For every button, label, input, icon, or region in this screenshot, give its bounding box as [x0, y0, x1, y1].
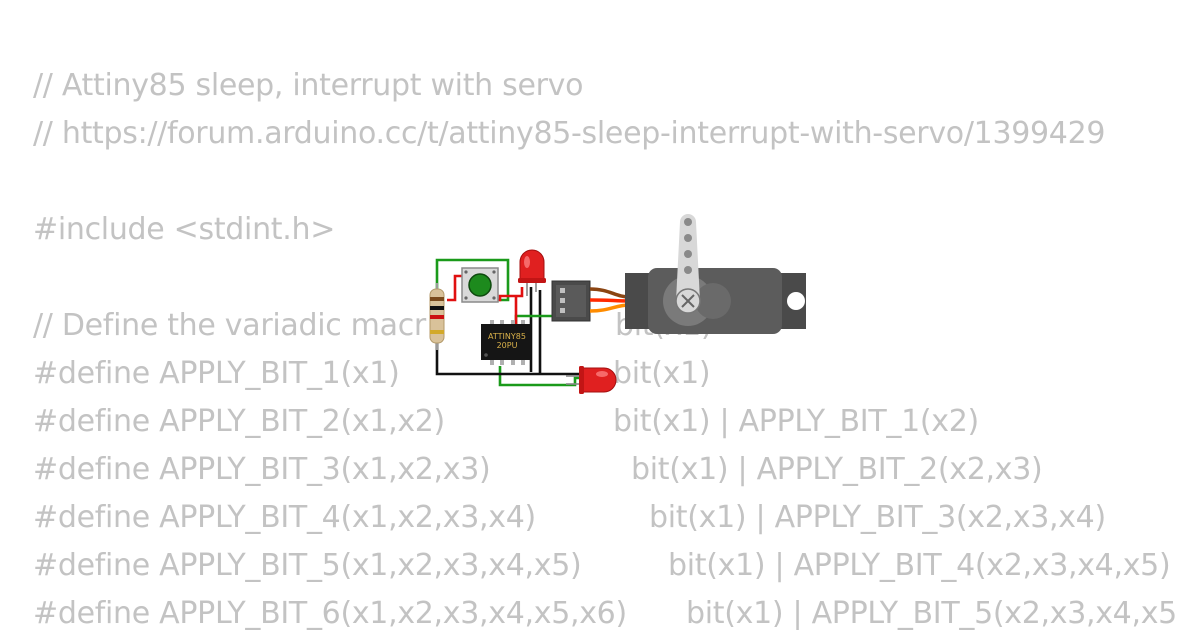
- code-line: // https://forum.arduino.cc/t/attiny85-s…: [33, 110, 1200, 158]
- code-text: #define APPLY_BIT_6(x1,x2,x3,x4,x5,x6): [33, 596, 627, 630]
- attiny85-chip-icon: ATTINY85 20PU: [481, 320, 531, 365]
- code-line: #define APPLY_BIT_4(x1,x2,x3,x4) bit(x1) …: [33, 494, 1200, 542]
- code-line: #define APPLY_BIT_1(x1) bit(x1): [33, 350, 1200, 398]
- code-text: #define APPLY_BIT_1(x1): [33, 356, 400, 391]
- code-text-continued: bit(x1) | APPLY_BIT_1(x2): [613, 404, 979, 439]
- code-text-continued: bit(x1) | APPLY_BIT_5(x2,x3,x4,x5: [686, 596, 1177, 630]
- code-text: #define APPLY_BIT_4(x1,x2,x3,x4): [33, 500, 536, 535]
- code-text: #define APPLY_BIT_5(x1,x2,x3,x4,x5): [33, 548, 582, 583]
- code-text: // Attiny85 sleep, interrupt with servo: [33, 68, 584, 103]
- code-text-continued: bit(x1) | APPLY_BIT_4(x2,x3,x4,x5): [668, 548, 1171, 583]
- code-line: #include <stdint.h>: [33, 206, 1200, 254]
- wire-green-top: [435, 258, 510, 302]
- code-text: #define APPLY_BIT_3(x1,x2,x3): [33, 452, 491, 487]
- code-line: #define APPLY_BIT_2(x1,x2) bit(x1) | APPL…: [33, 398, 1200, 446]
- wires: [435, 258, 582, 387]
- wire-black-ground: [435, 290, 580, 376]
- code-line: [33, 158, 1200, 206]
- code-line: // Attiny85 sleep, interrupt with servo: [33, 62, 1200, 110]
- code-text: #include <stdint.h>: [33, 212, 336, 247]
- wire-red-button: [447, 274, 462, 302]
- code-line: #define APPLY_BIT_5(x1,x2,x3,x4,x5) bit(x…: [33, 542, 1200, 590]
- resistor-icon: [429, 283, 445, 350]
- circuit-diagram[interactable]: ATTINY85 20PU: [420, 205, 815, 405]
- code-line: #define APPLY_BIT_6(x1,x2,x3,x4,x5,x6) bi…: [33, 590, 1200, 630]
- chip-label-line2: 20PU: [497, 341, 518, 350]
- chip-label-line1: ATTINY85: [488, 332, 526, 341]
- red-led-icon: [566, 366, 617, 394]
- code-text-continued: bit(x1) | APPLY_BIT_2(x2,x3): [631, 452, 1043, 487]
- pushbutton-icon: [461, 267, 499, 303]
- servo-cable: [589, 287, 631, 313]
- servo-connector-icon: [551, 280, 591, 322]
- code-text-continued: bit(x1) | APPLY_BIT_3(x2,x3,x4): [649, 500, 1106, 535]
- code-editor[interactable]: // Attiny85 sleep, interrupt with servo /…: [33, 62, 1200, 630]
- code-text-continued: bit(x1): [613, 356, 711, 391]
- code-text: #define APPLY_BIT_2(x1,x2): [33, 404, 445, 439]
- wire-green-bus: [498, 366, 582, 387]
- servo-motor-icon: [625, 214, 806, 334]
- red-led-icon: [518, 249, 546, 296]
- code-text: // Define the variadic macr: [33, 308, 426, 343]
- code-text: // https://forum.arduino.cc/t/attiny85-s…: [33, 116, 1106, 151]
- code-line: #define APPLY_BIT_3(x1,x2,x3) bit(x1) | A…: [33, 446, 1200, 494]
